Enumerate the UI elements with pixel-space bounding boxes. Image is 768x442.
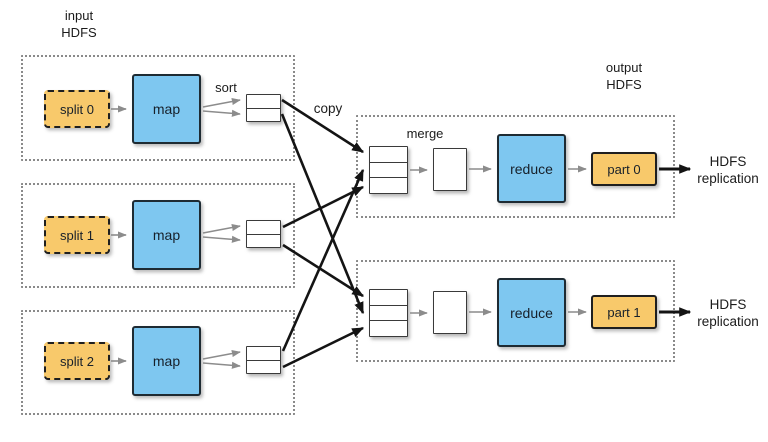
part-1-box: part 1	[591, 295, 657, 329]
buffer-cell	[370, 305, 407, 322]
buffer-cell	[247, 234, 280, 247]
sort-label: sort	[215, 80, 237, 95]
reduce-box-0: reduce	[497, 134, 566, 203]
output-hdfs-label: output HDFS	[605, 60, 643, 92]
buffer-cell	[247, 221, 280, 235]
buffer-cell	[247, 360, 280, 373]
split-1-label: split 1	[60, 227, 94, 243]
buffer-cell	[370, 321, 407, 337]
copy-label: copy	[313, 101, 343, 116]
sort-buffer-1	[246, 220, 281, 248]
map-2-label: map	[152, 353, 181, 369]
reduce-1-label: reduce	[510, 304, 553, 321]
merge-buffer-0	[369, 146, 408, 194]
reduce-box-1: reduce	[497, 278, 566, 347]
map-0-label: map	[152, 101, 181, 117]
map-1-label: map	[152, 227, 181, 243]
hdfs-replication-label-1: HDFS replication	[697, 297, 759, 330]
copy-arrow-map2-to-reduce1	[282, 326, 365, 369]
input-hdfs-label: input HDFS	[61, 8, 97, 40]
merge-output-buffer-1	[433, 291, 467, 334]
sort-buffer-2	[246, 346, 281, 374]
map-box-2: map	[132, 326, 201, 396]
buffer-cell	[370, 290, 407, 306]
sort-buffer-0	[246, 94, 281, 122]
map-box-0: map	[132, 74, 201, 144]
hdfs-replication-label-0: HDFS replication	[697, 154, 759, 187]
buffer-cell	[247, 108, 280, 121]
split-0-label: split 0	[60, 101, 94, 117]
buffer-cell	[370, 162, 407, 179]
merge-buffer-1	[369, 289, 408, 337]
reduce-0-label: reduce	[510, 160, 553, 177]
split-0-box: split 0	[44, 90, 110, 128]
copy-arrow-map2-to-reduce0	[281, 168, 365, 352]
buffer-cell	[247, 347, 280, 361]
map-box-1: map	[132, 200, 201, 270]
split-2-box: split 2	[44, 342, 110, 380]
buffer-cell	[247, 95, 280, 109]
part-0-box: part 0	[591, 152, 657, 186]
part-0-label: part 0	[607, 161, 641, 177]
buffer-cell	[370, 178, 407, 194]
merge-output-buffer-0	[433, 148, 467, 191]
part-1-label: part 1	[607, 304, 641, 320]
split-1-box: split 1	[44, 216, 110, 254]
split-2-label: split 2	[60, 353, 94, 369]
copy-arrow-map1-to-reduce0	[282, 185, 365, 229]
merge-label: merge	[406, 126, 444, 141]
buffer-cell	[370, 147, 407, 163]
copy-arrow-map1-to-reduce1	[282, 243, 365, 298]
